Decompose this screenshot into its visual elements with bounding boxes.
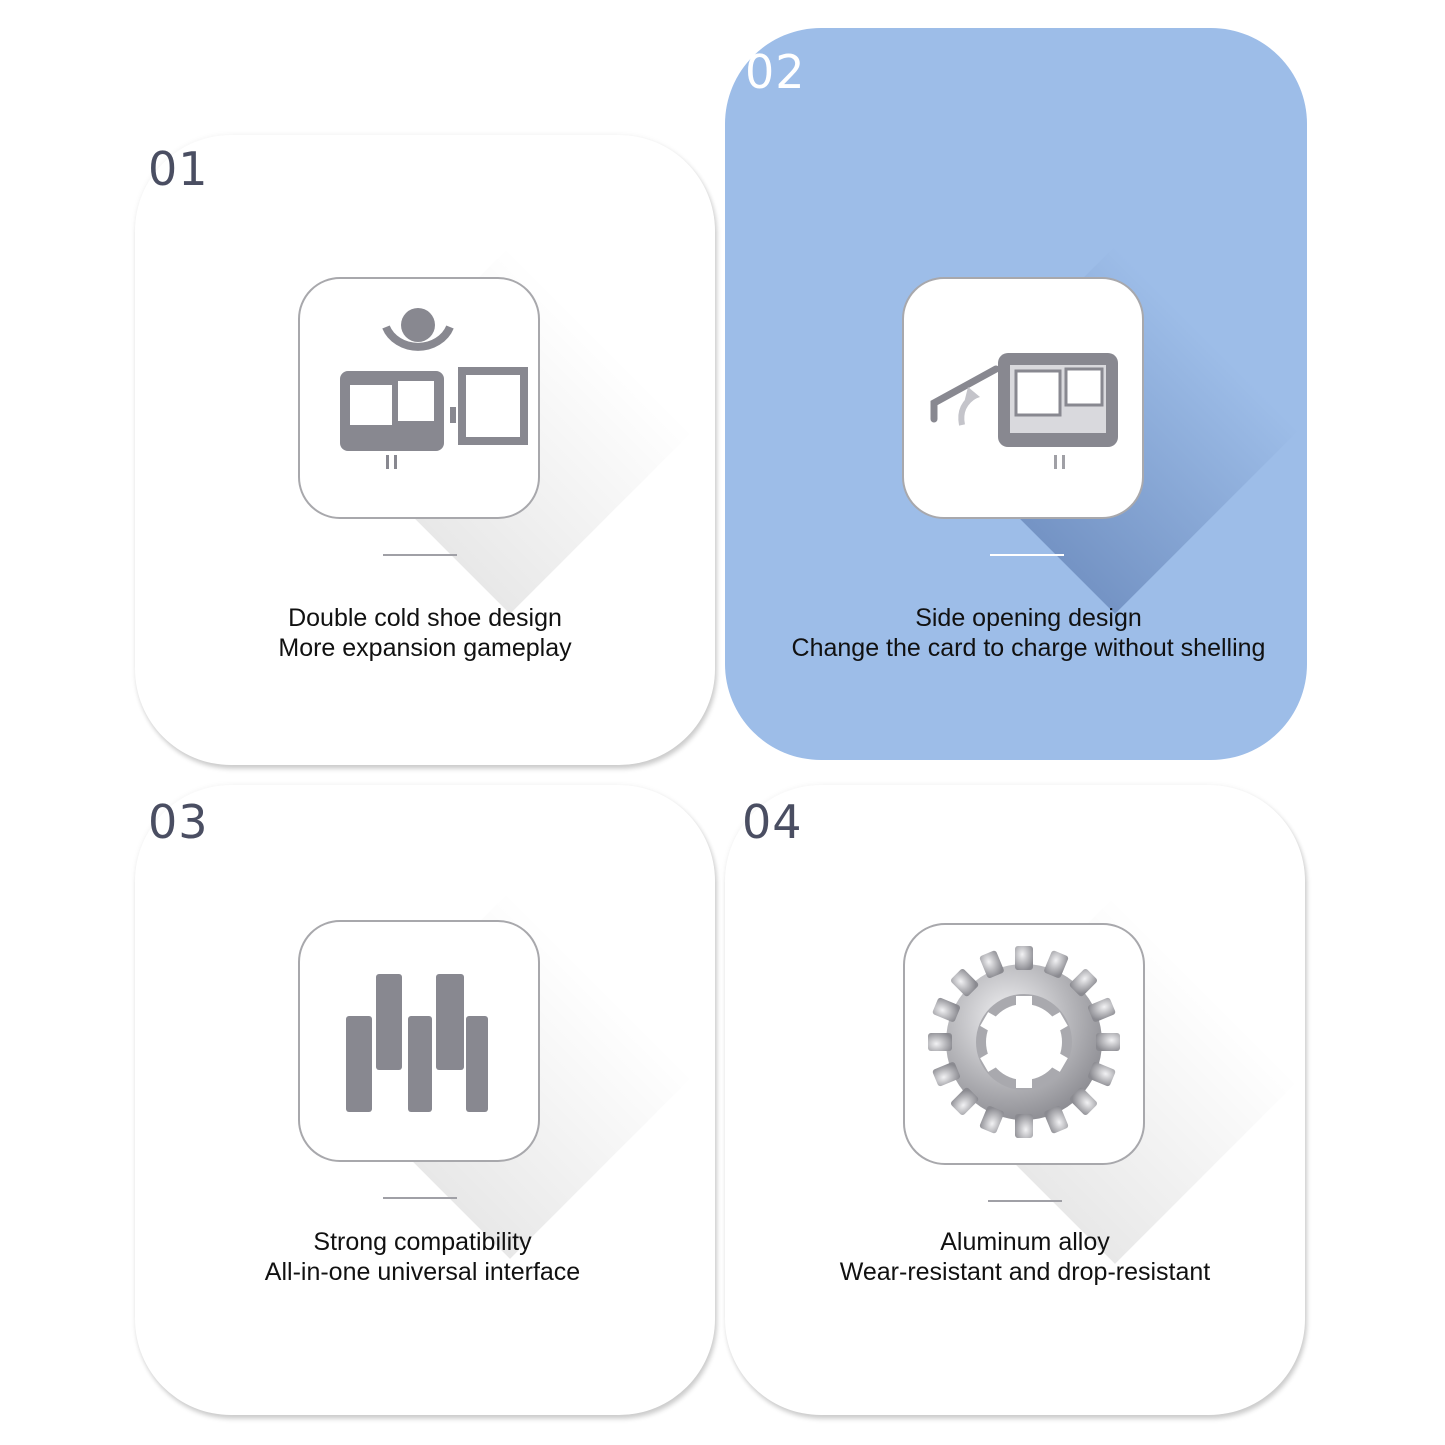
side-door-icon-box [902, 277, 1144, 519]
divider [990, 554, 1064, 556]
divider [383, 1197, 457, 1199]
feature-subtitle: Change the card to charge without shelli… [791, 634, 1266, 662]
divider [383, 554, 457, 556]
gear-icon-box [903, 923, 1145, 1165]
divider [988, 1200, 1062, 1202]
camera-cage-icon [340, 308, 528, 469]
feature-title: Aluminum alloy [940, 1228, 1110, 1256]
feature-title: Double cold shoe design [288, 604, 562, 632]
feature-subtitle: Wear-resistant and drop-resistant [839, 1258, 1211, 1286]
feature-subtitle: All-in-one universal interface [264, 1258, 581, 1286]
feature-text-03: Strong compatibility All-in-one universa… [135, 1227, 710, 1287]
feature-text-01: Double cold shoe design More expansion g… [135, 603, 715, 663]
gear-icon [928, 946, 1120, 1138]
feature-number: 03 [148, 795, 209, 849]
feature-text-04: Aluminum alloy Wear-resistant and drop-r… [725, 1227, 1325, 1287]
side-door-icon [930, 353, 1118, 469]
feature-text-02: Side opening design Change the card to c… [725, 603, 1332, 663]
feature-subtitle: More expansion gameplay [278, 634, 572, 662]
interface-bars-icon [346, 974, 488, 1112]
interface-bars-icon-box [298, 920, 540, 1162]
feature-number: 04 [742, 795, 803, 849]
feature-number: 02 [745, 45, 806, 99]
feature-title: Side opening design [915, 604, 1142, 632]
feature-title: Strong compatibility [313, 1228, 532, 1256]
feature-number: 01 [148, 142, 209, 196]
camera-cage-icon-box [298, 277, 540, 519]
